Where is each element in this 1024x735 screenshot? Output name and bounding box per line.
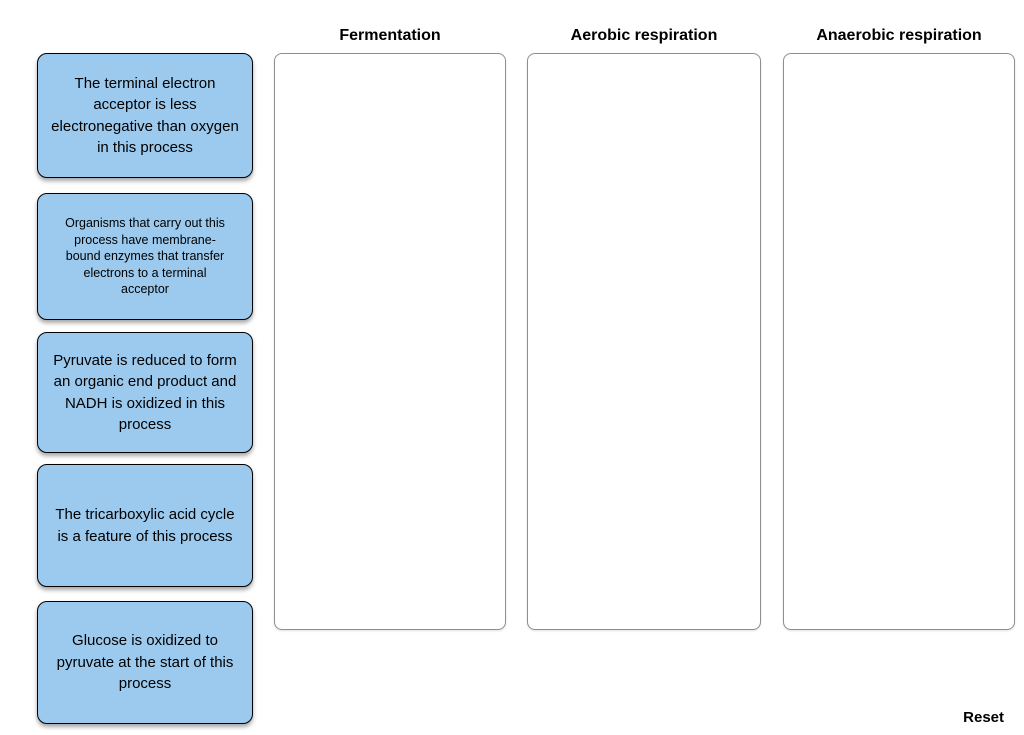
draggable-card-glucose-oxidized[interactable]: Glucose is oxidized to pyruvate at the s… [37,601,253,724]
reset-button[interactable]: Reset [963,709,1004,726]
bin-header-anaerobic-respiration: Anaerobic respiration [816,27,982,44]
bin-header-aerobic-respiration: Aerobic respiration [570,27,718,44]
draggable-card-pyruvate-reduced[interactable]: Pyruvate is reduced to form an organic e… [37,332,253,453]
dropzone-aerobic-respiration[interactable] [527,53,761,630]
draggable-card-terminal-electron-acceptor[interactable]: The terminal electron acceptor is less e… [37,53,253,178]
bin-header-fermentation: Fermentation [339,27,441,44]
draggable-card-membrane-bound-enzymes[interactable]: Organisms that carry out this process ha… [37,193,253,320]
draggable-card-tricarboxylic-acid-cycle[interactable]: The tricarboxylic acid cycle is a featur… [37,464,253,587]
dropzone-fermentation[interactable] [274,53,506,630]
dropzone-anaerobic-respiration[interactable] [783,53,1015,630]
